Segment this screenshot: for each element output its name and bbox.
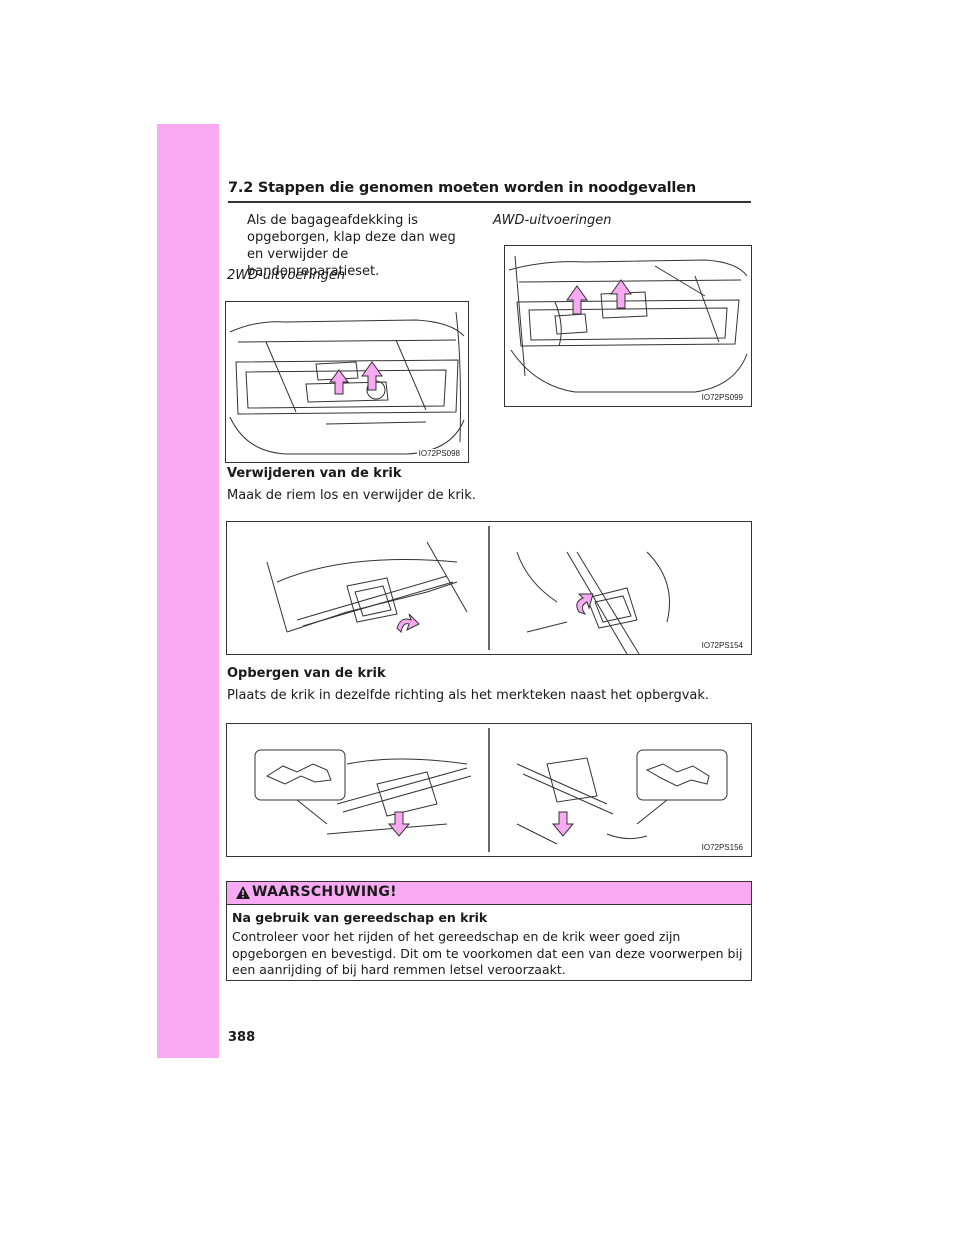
- figure-code-awd: IO72PS099: [699, 393, 745, 402]
- label-2wd: 2WD-uitvoeringen: [227, 268, 346, 283]
- illustration-awd: [508, 255, 748, 393]
- figure-store-jack: IO72PS156: [226, 723, 752, 857]
- remove-jack-heading: Verwijderen van de krik: [227, 466, 402, 481]
- figure-awd-trunk: IO72PS099: [504, 245, 752, 407]
- figure-2wd-trunk: IO72PS098: [225, 301, 469, 463]
- warning-triangle-icon: [236, 886, 250, 899]
- intro-text: Als de bagageafdekking is opgeborgen, kl…: [247, 213, 456, 279]
- store-jack-text: Plaats de krik in dezelfde richting als …: [227, 688, 710, 703]
- illustration-remove-jack: [266, 526, 670, 654]
- header-rule: [228, 201, 751, 203]
- illustration-store-jack: [254, 728, 728, 852]
- figure-code-2wd: IO72PS098: [416, 449, 462, 458]
- warning-box: WAARSCHUWING! Na gebruik van gereedschap…: [226, 881, 752, 981]
- chapter-side-tab: [157, 124, 219, 1058]
- remove-jack-text: Maak de riem los en verwijder de krik.: [227, 488, 476, 503]
- illustration-2wd: [229, 311, 465, 455]
- section-header: 7.2 Stappen die genomen moeten worden in…: [228, 180, 696, 196]
- store-jack-heading: Opbergen van de krik: [227, 666, 386, 681]
- warning-header: WAARSCHUWING!: [227, 882, 751, 905]
- figure-code-store-jack: IO72PS156: [699, 843, 745, 852]
- warning-title: WAARSCHUWING!: [252, 884, 397, 900]
- figure-remove-jack: IO72PS154: [226, 521, 752, 655]
- label-awd: AWD-uitvoeringen: [493, 213, 612, 228]
- page-number: 388: [228, 1030, 256, 1045]
- manual-page: 7.2 Stappen die genomen moeten worden in…: [220, 124, 752, 1058]
- figure-code-remove-jack: IO72PS154: [699, 641, 745, 650]
- warning-subtitle: Na gebruik van gereedschap en krik: [232, 910, 488, 925]
- warning-body: Controleer voor het rijden of het gereed…: [232, 929, 743, 977]
